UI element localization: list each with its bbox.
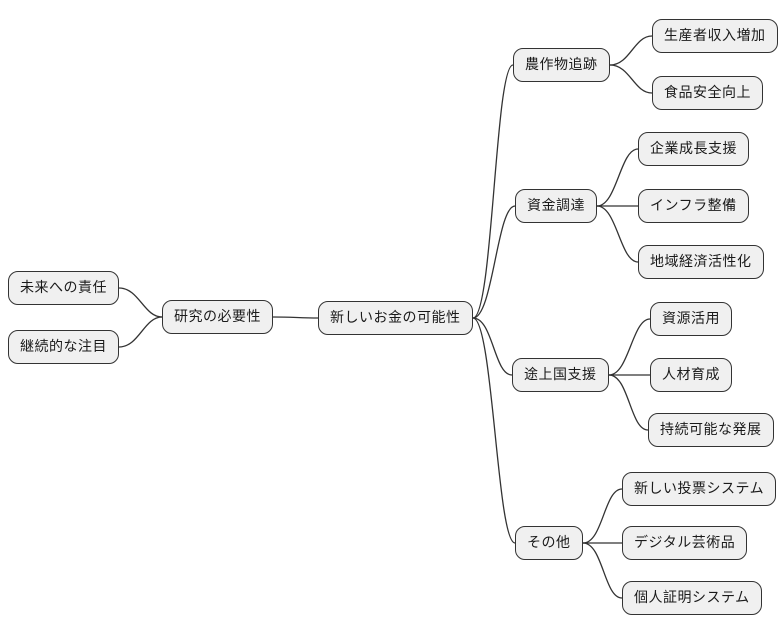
mindmap-node-kojin-shomei-system: 個人証明システム	[622, 581, 762, 615]
mindmap-node-digital-geijutsuhin: デジタル芸術品	[622, 526, 748, 560]
mindmap-node-label: インフラ整備	[650, 197, 737, 213]
mindmap-node-jizoku-kano-na-hatten: 持続可能な発展	[648, 413, 774, 447]
edge-nosakubutsu-tsuiseki--seisansha-shunyu-zoka	[609, 35, 653, 66]
mindmap-node-label: 研究の必要性	[174, 308, 261, 324]
mindmap-node-label: 途上国支援	[524, 366, 597, 382]
mindmap-node-keizokuteki-na-chumoku: 継続的な注目	[8, 330, 119, 364]
edge-shin-okane-kanosei--tojokoku-shien	[472, 317, 513, 376]
mindmap-node-label: 食品安全向上	[664, 84, 751, 100]
edge-sonota--atarashii-tohyo-system	[582, 488, 623, 544]
mindmap-node-mirai-eno-sekinin: 未来への責任	[8, 271, 119, 305]
mindmap-node-shikin-chotatsu: 資金調達	[515, 189, 597, 223]
mindmap-node-label: 生産者収入増加	[664, 27, 766, 43]
mindmap-node-label: 継続的な注目	[20, 338, 107, 354]
mindmap-node-sonota: その他	[515, 526, 583, 560]
mindmap-node-kigyo-seicho-shien: 企業成長支援	[638, 132, 749, 166]
edge-shin-okane-kanosei--shikin-chotatsu	[472, 205, 516, 319]
mindmap-node-nosakubutsu-tsuiseki: 農作物追跡	[513, 48, 610, 82]
mindmap-node-chiiki-keizai-kasseika: 地域経済活性化	[638, 245, 764, 279]
mindmap-node-label: 農作物追跡	[525, 56, 598, 72]
edge-keizokuteki-na-chumoku--kenkyu-no-hitsuyosei	[118, 316, 163, 348]
mindmap-node-seisansha-shunyu-zoka: 生産者収入増加	[652, 19, 778, 53]
mindmap-node-label: 人材育成	[662, 366, 720, 382]
edge-shin-okane-kanosei--nosakubutsu-tsuiseki	[472, 64, 514, 319]
mindmap-node-shokuhin-anzen-kojo: 食品安全向上	[652, 76, 763, 110]
edge-shin-okane-kanosei--sonota	[472, 317, 516, 544]
edge-tojokoku-shien--shigen-katsuyo	[608, 318, 651, 376]
mindmap-node-label: 新しいお金の可能性	[330, 309, 461, 325]
mindmap-node-label: 地域経済活性化	[650, 253, 752, 269]
mindmap-node-label: 資金調達	[527, 197, 585, 213]
edge-nosakubutsu-tsuiseki--shokuhin-anzen-kojo	[609, 64, 653, 94]
mindmap-node-label: 新しい投票システム	[634, 480, 765, 496]
mindmap-node-shigen-katsuyo: 資源活用	[650, 302, 732, 336]
mindmap-node-kenkyu-no-hitsuyosei: 研究の必要性	[162, 300, 273, 334]
mindmap-node-atarashii-tohyo-system: 新しい投票システム	[622, 472, 777, 506]
mindmap-node-infura-seibi: インフラ整備	[638, 189, 749, 223]
mindmap-node-label: デジタル芸術品	[634, 534, 736, 550]
mindmap-node-label: 資源活用	[662, 310, 720, 326]
mindmap-node-label: 未来への責任	[20, 279, 107, 295]
mindmap-node-label: 持続可能な発展	[660, 421, 762, 437]
mindmap-node-tojokoku-shien: 途上国支援	[512, 358, 609, 392]
mindmap-node-jinzai-ikusei: 人材育成	[650, 358, 732, 392]
mindmap-node-label: その他	[527, 534, 571, 550]
mindmap-node-shin-okane-kanosei: 新しいお金の可能性	[318, 301, 473, 335]
edge-shikin-chotatsu--kigyo-seicho-shien	[596, 148, 639, 207]
edge-shikin-chotatsu--chiiki-keizai-kasseika	[596, 205, 639, 263]
mindmap-node-label: 企業成長支援	[650, 140, 737, 156]
mindmap-node-label: 個人証明システム	[634, 589, 750, 605]
edge-kenkyu-no-hitsuyosei--shin-okane-kanosei	[272, 316, 319, 319]
edge-tojokoku-shien--jizoku-kano-na-hatten	[608, 374, 649, 431]
edge-mirai-eno-sekinin--kenkyu-no-hitsuyosei	[118, 287, 163, 318]
edge-sonota--kojin-shomei-system	[582, 542, 623, 599]
